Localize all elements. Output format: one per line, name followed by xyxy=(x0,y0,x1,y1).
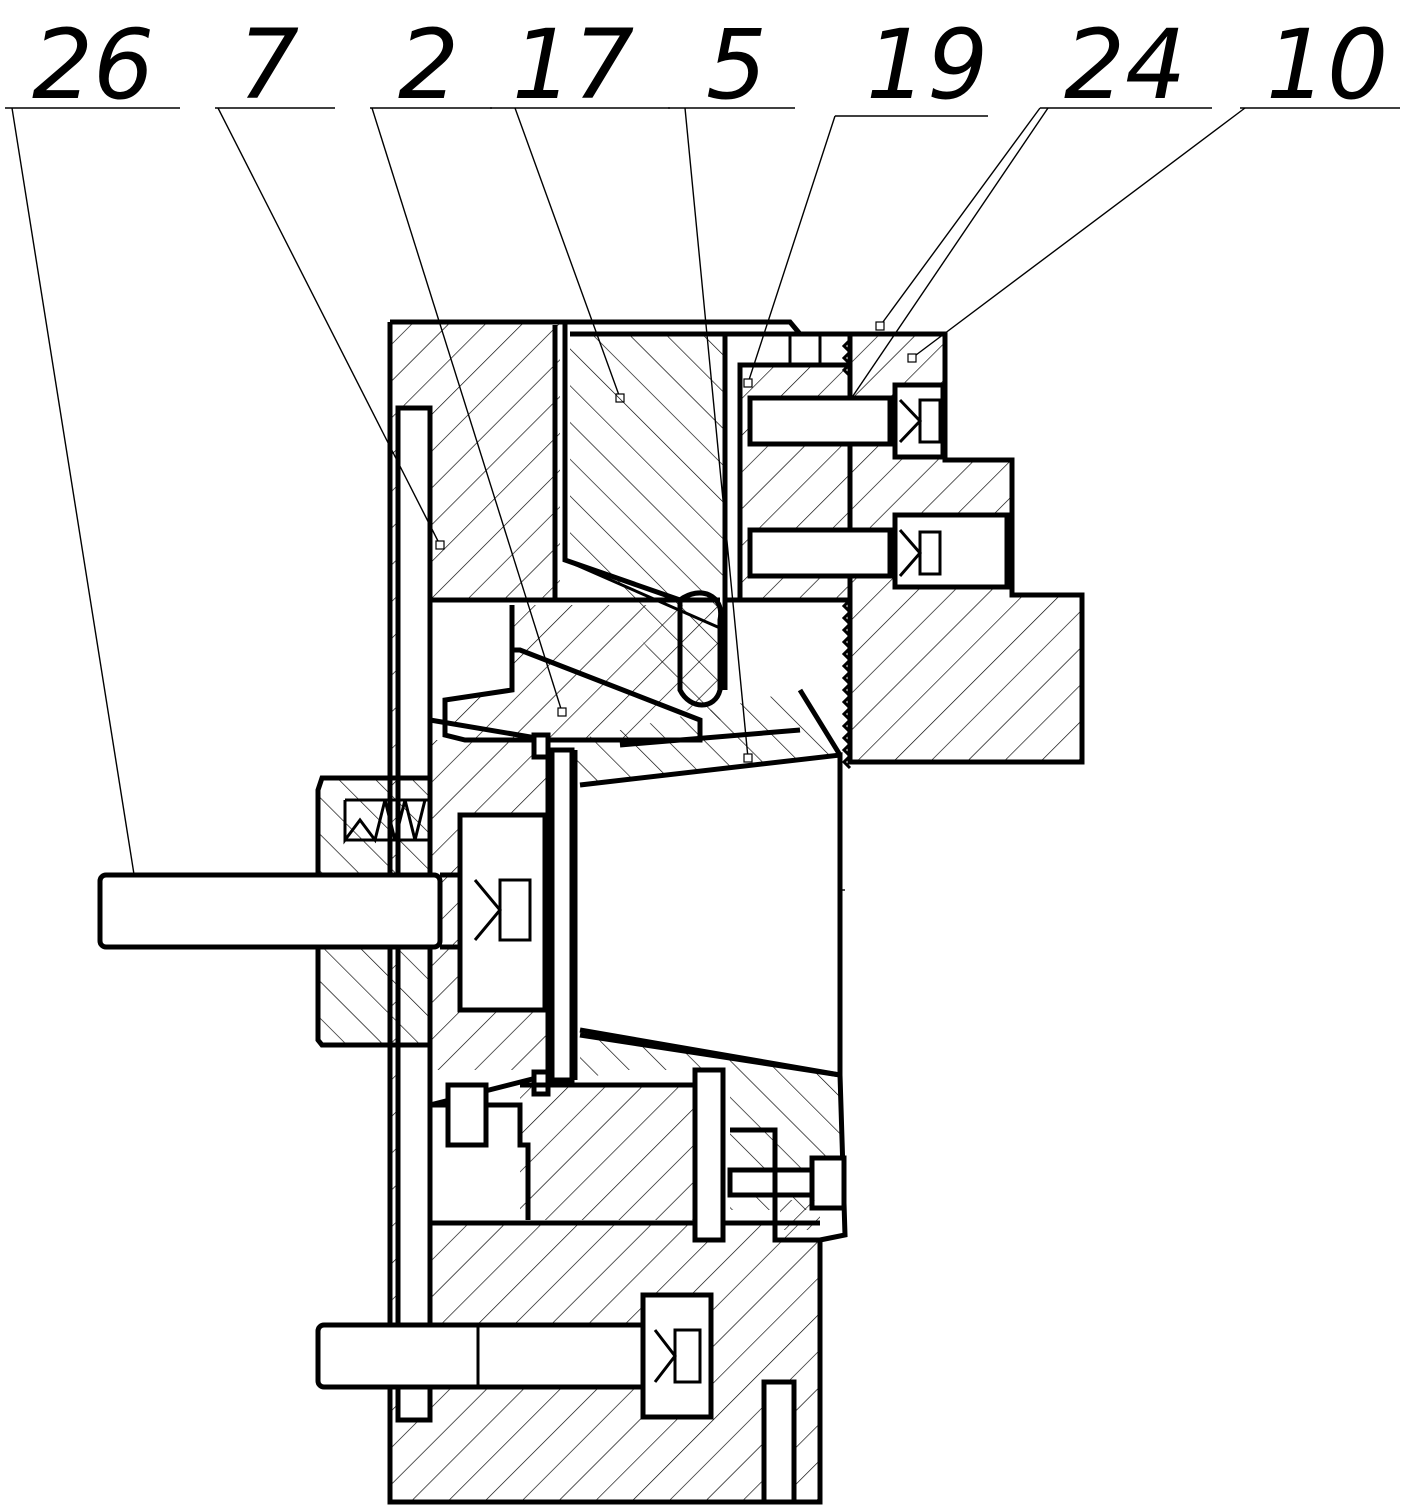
callout-2: 2 xyxy=(398,9,459,121)
callout-17: 17 xyxy=(512,9,634,121)
callout-19: 19 xyxy=(866,9,988,121)
left-cap xyxy=(97,775,460,1048)
callout-26: 26 xyxy=(32,9,154,121)
callout-5: 5 xyxy=(706,9,767,121)
clamp-block xyxy=(725,331,1085,770)
lower-section xyxy=(315,1067,847,1505)
callout-24: 24 xyxy=(1064,9,1186,121)
center-hub xyxy=(429,717,575,1108)
callout-7: 7 xyxy=(238,9,299,121)
callout-10: 10 xyxy=(1266,9,1388,121)
callout-labels: 26 7 2 17 5 19 24 10 xyxy=(32,9,1388,121)
